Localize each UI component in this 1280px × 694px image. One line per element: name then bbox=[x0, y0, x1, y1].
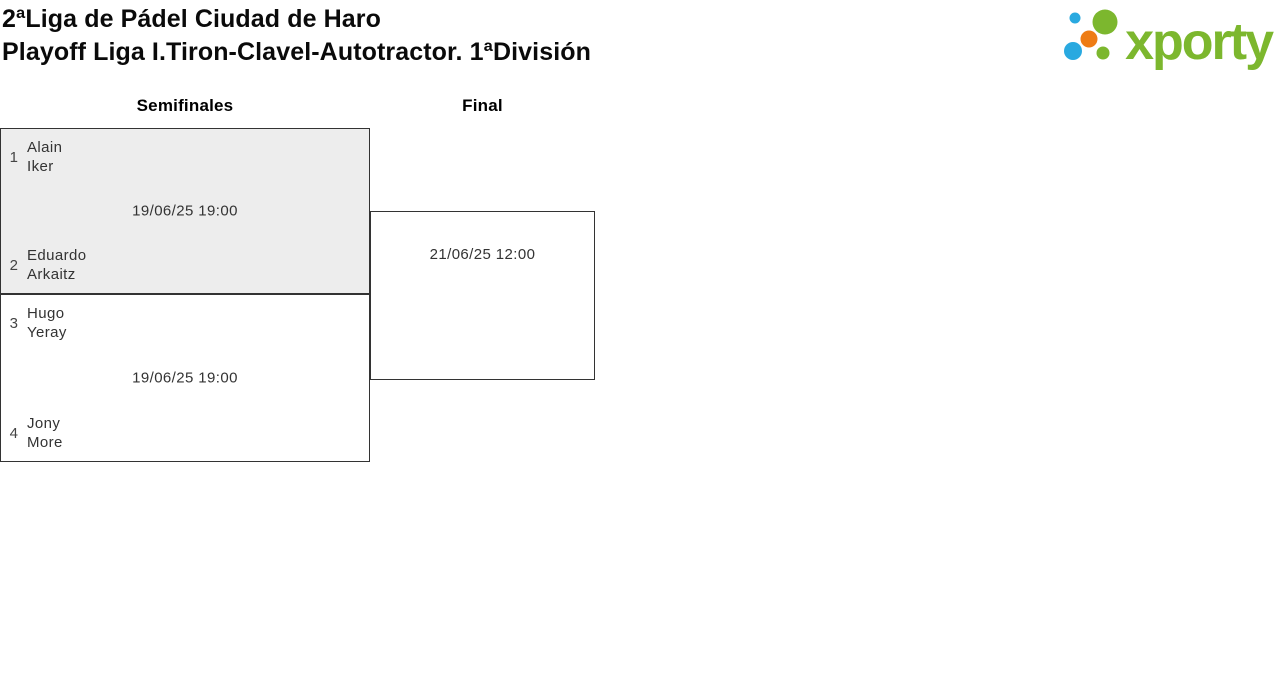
seed-number: 3 bbox=[9, 314, 19, 332]
seed-number: 4 bbox=[9, 424, 19, 442]
match-semifinal-1[interactable]: 1 Alain Iker 19/06/25 19:00 2 Eduardo Ar… bbox=[0, 128, 370, 294]
seed-number: 2 bbox=[9, 256, 19, 274]
xporty-logo-text: xporty bbox=[1125, 13, 1274, 71]
round-header-final: Final bbox=[462, 96, 503, 115]
xporty-logo[interactable]: xporty bbox=[1064, 5, 1274, 71]
match2-away-slot: 4 Jony More bbox=[1, 414, 369, 452]
team-players: Jony More bbox=[27, 414, 63, 452]
round-header-semifinales: Semifinales bbox=[136, 96, 234, 115]
team-players: Eduardo Arkaitz bbox=[27, 246, 87, 284]
player-name: Eduardo bbox=[27, 247, 87, 264]
team-players: Hugo Yeray bbox=[27, 304, 67, 342]
player-name: Yeray bbox=[27, 324, 67, 341]
match-final[interactable]: 21/06/25 12:00 bbox=[370, 211, 595, 380]
page-title: 2ªLiga de Pádel Ciudad de Haro bbox=[2, 5, 382, 33]
player-name: Hugo bbox=[27, 305, 65, 322]
match-date: 19/06/25 19:00 bbox=[132, 202, 238, 220]
match-semifinal-2[interactable]: 3 Hugo Yeray 19/06/25 19:00 4 Jony More bbox=[0, 294, 370, 462]
match1-away-slot: 2 Eduardo Arkaitz bbox=[1, 246, 369, 284]
match-date: 19/06/25 19:00 bbox=[132, 369, 238, 387]
player-name: Jony bbox=[27, 415, 61, 432]
match1-home-slot: 1 Alain Iker bbox=[1, 138, 369, 176]
player-name: Alain bbox=[27, 139, 63, 156]
page-subtitle: Playoff Liga I.Tiron-Clavel-Autotractor.… bbox=[2, 38, 591, 66]
team-players: Alain Iker bbox=[27, 138, 62, 176]
seed-number: 1 bbox=[9, 148, 19, 166]
player-name: More bbox=[27, 434, 63, 451]
player-name: Arkaitz bbox=[27, 266, 76, 283]
xporty-logo-dots-icon bbox=[1064, 9, 1118, 60]
player-name: Iker bbox=[27, 158, 54, 175]
match-date: 21/06/25 12:00 bbox=[429, 246, 536, 263]
match2-home-slot: 3 Hugo Yeray bbox=[1, 304, 369, 342]
header-title-block: 2ªLiga de Pádel Ciudad de Haro Playoff L… bbox=[2, 3, 591, 69]
